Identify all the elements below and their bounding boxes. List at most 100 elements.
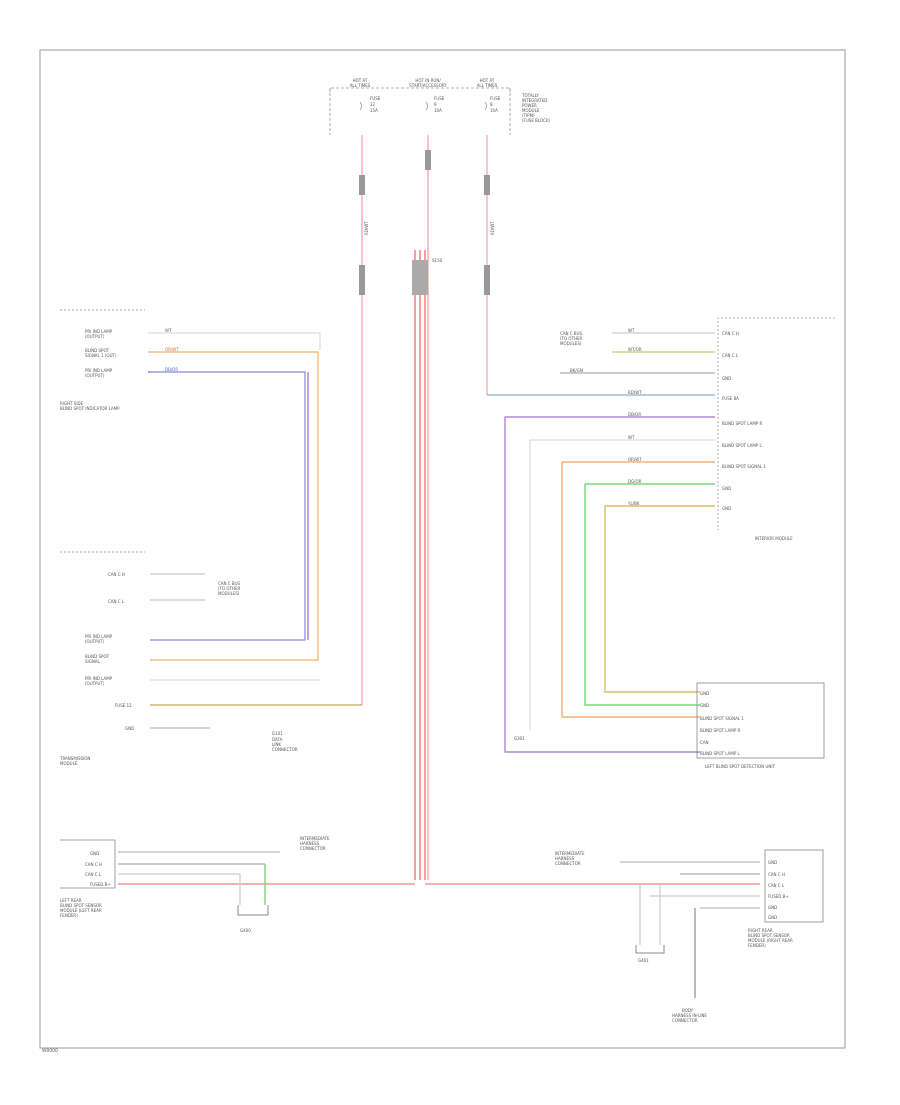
wire-label-fuse-1: RD/WT [364, 221, 369, 235]
svg-text:CAN C L: CAN C L [722, 353, 739, 358]
interior-module-wires [487, 332, 715, 753]
left-module-wires [150, 679, 362, 729]
svg-text:RD/WT: RD/WT [628, 390, 642, 395]
svg-text:GND: GND [768, 860, 777, 865]
svg-text:GND: GND [768, 915, 777, 920]
right-rear-module-box [764, 849, 824, 923]
svg-text:FUSED B+: FUSED B+ [90, 882, 111, 887]
right-rear-module-pins: GND CAN C H CAN C L FUSED B+ GND GND [768, 860, 789, 920]
svg-text:GND: GND [722, 506, 731, 511]
svg-text:DG/OR: DG/OR [628, 479, 642, 484]
fuse-2-title: HOT IN RUN/START/ACCESSORY [409, 78, 447, 88]
left-rear-module-frame [60, 839, 116, 889]
svg-text:GND: GND [768, 905, 777, 910]
svg-text:GND: GND [722, 376, 731, 381]
svg-text:BLIND SPOT LAMP R: BLIND SPOT LAMP R [700, 728, 741, 733]
power-feeds [359, 135, 490, 880]
wire-dbor-1: DB/OR [165, 367, 178, 372]
svg-text:CAN C L: CAN C L [85, 872, 102, 877]
left-module-pin-fuse: FUSE 12 [115, 703, 132, 708]
right-sensor-pin-1-label: PRI IND LAMP(OUTPUT) [85, 329, 113, 339]
left-module-pin-lamp-2: PRI IND LAMP(OUTPUT) [85, 676, 113, 686]
svg-text:BLIND SPOT LAMP R: BLIND SPOT LAMP R [722, 421, 763, 426]
fuse-block-bracket [329, 87, 511, 92]
left-module-ground: G101 [272, 731, 283, 736]
left-module-can-wires [150, 573, 205, 601]
svg-text:FUSE 8A: FUSE 8A [722, 396, 739, 401]
svg-text:CAN C H: CAN C H [768, 872, 785, 877]
wire-wt-1: WT [165, 328, 172, 333]
svg-text:BLIND SPOT SIGNAL 1: BLIND SPOT SIGNAL 1 [722, 464, 766, 469]
left-sensor-name: LEFT BLIND SPOT DETECTION UNIT [705, 764, 776, 769]
splice-label: S150 [432, 258, 443, 263]
left-rear-ground: G400 [240, 928, 251, 933]
svg-text:OR/WT: OR/WT [628, 457, 642, 462]
left-rear-module-pins: GND CAN C H CAN C L FUSED B+ [85, 851, 111, 887]
svg-text:DB/OR: DB/OR [628, 412, 641, 417]
left-sensor-box [696, 682, 825, 759]
svg-text:GND: GND [700, 691, 709, 696]
right-sensor-wires [148, 332, 321, 661]
left-sensor-ground: G301 [514, 736, 525, 741]
left-module-pin-can-l: CAN C L [108, 599, 125, 604]
left-module-pin-can-h: CAN C H [108, 572, 125, 577]
interior-wire-labels: WT WT/OR BK/GN RD/WT DB/OR WT OR/WT DG/O… [570, 328, 642, 506]
right-sensor-pin-3-label: PRI IND LAMP(OUTPUT) [85, 368, 113, 378]
page-code: W0000 [42, 1048, 58, 1054]
left-rear-module-wires [118, 851, 415, 905]
svg-text:CAN C H: CAN C H [722, 331, 739, 336]
svg-text:BLIND SPOT LAMP L: BLIND SPOT LAMP L [722, 443, 763, 448]
svg-text:WT: WT [628, 328, 635, 333]
interior-module-frame [717, 317, 835, 530]
right-rear-ground: G401 [638, 958, 649, 963]
left-module-pin-gnd: GND [125, 726, 134, 731]
svg-text:WT: WT [628, 435, 635, 440]
svg-text:GND: GND [722, 486, 731, 491]
wire-label-fuse-3: RD/WT [490, 221, 495, 235]
interior-module-pins: CAN C H CAN C L GND FUSE 8A BLIND SPOT L… [722, 331, 766, 511]
wire-orwt-1: OR/WT [165, 347, 179, 352]
svg-text:WT/OR: WT/OR [628, 347, 642, 352]
ground-symbols [237, 905, 665, 954]
fuse-symbols [359, 101, 487, 111]
svg-text:BK/GN: BK/GN [570, 368, 583, 373]
svg-text:GND: GND [90, 851, 99, 856]
splice-bundle [412, 250, 428, 880]
right-rear-module-wires [425, 861, 760, 998]
svg-text:YL/BK: YL/BK [627, 501, 640, 506]
svg-text:CAN C H: CAN C H [85, 862, 102, 867]
svg-text:FUSED B+: FUSED B+ [768, 894, 789, 899]
left-sensor-pins: GND GND BLIND SPOT SIGNAL 1 BLIND SPOT L… [700, 691, 744, 756]
svg-text:BLIND SPOT LAMP L: BLIND SPOT LAMP L [700, 751, 741, 756]
svg-text:BLIND SPOT SIGNAL 1: BLIND SPOT SIGNAL 1 [700, 716, 744, 721]
svg-text:CAN C L: CAN C L [768, 883, 785, 888]
left-module-pin-lamp: PRI IND LAMP(OUTPUT) [85, 634, 113, 644]
interior-module-name: INTERIOR MODULE [755, 536, 793, 541]
diagram-frame [39, 49, 846, 1049]
svg-text:CAN: CAN [700, 740, 709, 745]
svg-text:GND: GND [700, 703, 709, 708]
